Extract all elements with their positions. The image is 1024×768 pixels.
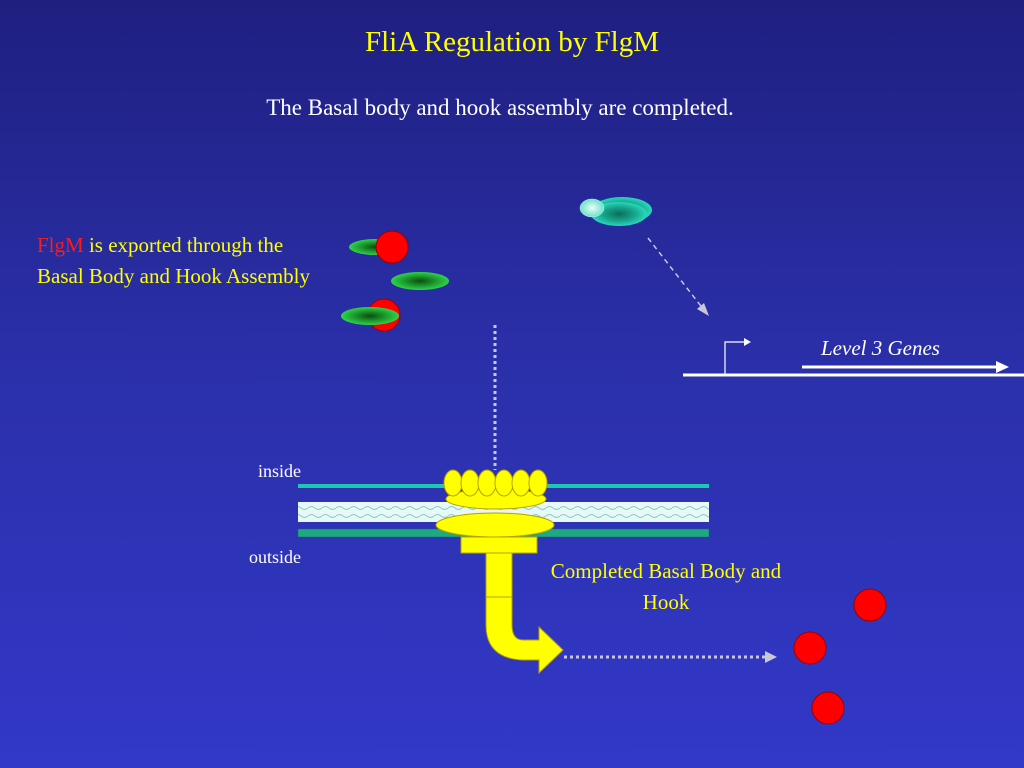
basal-body-hook xyxy=(435,469,564,675)
flia-flgm-complex-1 xyxy=(349,230,409,264)
flia-protein xyxy=(341,307,399,325)
flgm-label: FlgM xyxy=(37,233,84,257)
c-ring-lobe xyxy=(528,469,548,497)
binding-arrow-head xyxy=(697,303,709,316)
lp-ring xyxy=(435,512,555,538)
hook xyxy=(485,596,564,675)
exported-flgm-protein xyxy=(811,691,845,725)
rod-base xyxy=(460,536,538,554)
promoter-arrow-head xyxy=(744,338,751,346)
flgm-export-caption: FlgM is exported through the Basal Body … xyxy=(37,230,327,292)
export-arrow-head xyxy=(765,651,777,663)
c-ring-lobe xyxy=(460,469,480,497)
rod-shaft xyxy=(485,552,513,598)
flia-sigma-subunit xyxy=(579,198,605,218)
transcript-arrow-head xyxy=(996,361,1009,373)
promoter-icon xyxy=(724,341,746,375)
peptidoglycan-layer xyxy=(298,502,709,522)
c-ring-lobe xyxy=(443,469,463,497)
flia-protein-free xyxy=(391,272,449,290)
completed-basal-body-label: Completed Basal Body and Hook xyxy=(550,559,782,614)
level3-genes-label: Level 3 Genes xyxy=(821,336,940,360)
exported-flgm-protein xyxy=(853,588,887,622)
slide-subtitle: The Basal body and hook assembly are com… xyxy=(266,95,734,120)
flgm-caption-rest: is exported through the Basal Body and H… xyxy=(37,233,310,288)
c-ring-lobe xyxy=(477,469,497,497)
exported-flgm-protein xyxy=(793,631,827,665)
binding-arrow-line xyxy=(647,237,705,311)
rna-polymerase-core-back xyxy=(591,202,647,226)
c-ring-lobe xyxy=(494,469,514,497)
slide-title: FliA Regulation by FlgM xyxy=(364,26,660,58)
c-ring-lobe xyxy=(511,469,531,497)
rna-polymerase-holoenzyme xyxy=(579,197,652,226)
inside-label: inside xyxy=(258,461,301,481)
flgm-protein xyxy=(375,230,409,264)
flia-flgm-complex-2 xyxy=(341,298,401,332)
outside-label: outside xyxy=(249,547,301,567)
